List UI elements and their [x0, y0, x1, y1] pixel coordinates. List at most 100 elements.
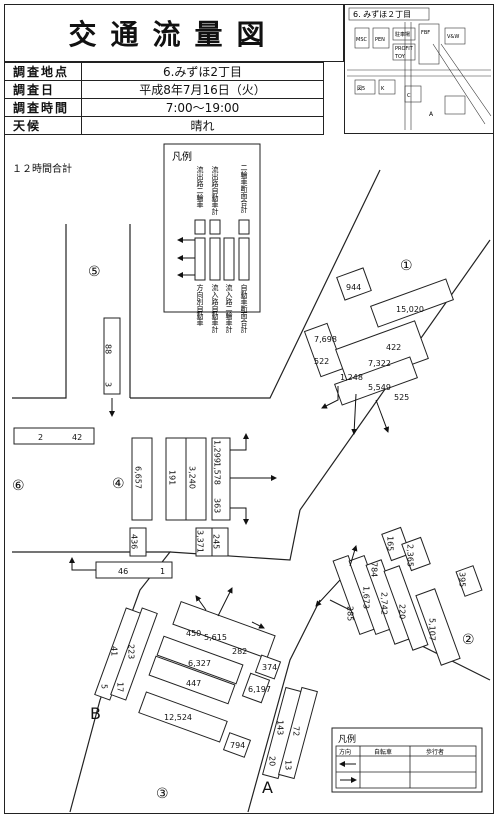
- value-text: 13: [284, 760, 293, 770]
- legend-label: 流出路二輪車: [196, 165, 204, 209]
- approach-a-label: A: [262, 778, 273, 797]
- map-label: PEN: [375, 37, 385, 43]
- page-frame: [4, 4, 494, 814]
- map-label: K: [381, 86, 385, 92]
- value-text: 422: [386, 343, 401, 352]
- info-value: 6.みずほ2丁目: [81, 62, 324, 81]
- flow-arrow: [230, 433, 249, 451]
- flow-arrow: [321, 386, 339, 409]
- value-texts: 944 15,020 7,698 422 7,322 522 1,248 5,5…: [38, 283, 467, 770]
- value-box: [254, 654, 282, 680]
- value-text: 12,524: [164, 713, 192, 722]
- value-box: [148, 655, 236, 705]
- road-edge: [12, 224, 67, 399]
- value-box: [401, 536, 431, 572]
- legend-small-header: 歩行者: [426, 748, 444, 756]
- legend-small-title: 凡例: [338, 733, 356, 745]
- value-text: 1: [160, 567, 165, 576]
- flow-arrow: [375, 399, 390, 433]
- legend-label: 方向別自動車: [196, 283, 204, 327]
- value-text: 2,742: [380, 592, 389, 615]
- flow-arrow: [217, 587, 233, 617]
- value-text: 245: [212, 534, 221, 549]
- map-label: 図5: [357, 86, 365, 92]
- value-box: [211, 527, 229, 557]
- value-text: 1,673: [362, 586, 371, 609]
- value-text: 5,549: [368, 383, 391, 392]
- location-map-drawing: 6. みずほ２丁目 MSC PEN 駐車場 V&W PROFIT TOY FBF…: [347, 7, 492, 130]
- value-text: 42: [72, 433, 82, 442]
- value-box: [278, 686, 318, 780]
- value-text: 6,327: [188, 659, 211, 668]
- approach-6-label: ⑥: [12, 478, 25, 494]
- value-box: [370, 278, 454, 328]
- legend-label: 自動車断面合計: [240, 283, 248, 334]
- value-text: 17: [116, 682, 125, 692]
- value-text: 72: [292, 726, 301, 736]
- approach-4-label: ④: [112, 476, 125, 492]
- road-edge: [130, 169, 381, 399]
- value-text: 944: [346, 283, 361, 292]
- location-map-caption: 6. みずほ２丁目: [353, 9, 411, 19]
- legend-title: 凡例: [172, 150, 192, 163]
- value-text: 15,020: [396, 305, 424, 314]
- info-value: 晴れ: [81, 116, 324, 135]
- value-text: 2,365: [406, 544, 415, 567]
- value-text: 282: [232, 647, 247, 656]
- value-text: 794: [230, 741, 245, 750]
- flow-arrow: [351, 393, 358, 435]
- flow-arrow: [195, 595, 207, 611]
- legend-small-header: 自転車: [374, 748, 392, 756]
- flow-boxes: [13, 267, 483, 780]
- value-box: [211, 437, 231, 521]
- map-label: PROFIT: [395, 46, 414, 52]
- value-text: 7,698: [314, 335, 337, 344]
- info-label: 天候: [4, 116, 82, 135]
- value-text: 6,197: [248, 685, 271, 694]
- flow-arrow: [230, 507, 249, 525]
- value-box: [103, 317, 121, 395]
- value-box: [138, 691, 228, 743]
- value-text: 374: [262, 663, 277, 672]
- value-text: 5,107: [428, 618, 437, 641]
- value-box: [383, 565, 429, 651]
- flow-arrow: [349, 545, 358, 567]
- value-text: 1,578: [213, 462, 222, 485]
- value-text: 7,322: [368, 359, 391, 368]
- value-text: 784: [370, 562, 379, 577]
- approach-b-label: B: [90, 704, 101, 723]
- value-text: 522: [314, 357, 329, 366]
- value-text: 223: [127, 644, 136, 659]
- flow-arrow: [251, 621, 265, 629]
- legend-label: 二輪車断面合計: [240, 164, 248, 214]
- value-box: [13, 427, 95, 445]
- flow-arrow: [315, 579, 341, 607]
- value-text: 3: [104, 382, 113, 387]
- legend-label: 流入路自動車計: [211, 283, 219, 334]
- value-text: 143: [276, 720, 285, 735]
- approach-3-label: ③: [156, 786, 169, 802]
- legend-small: 凡例 方向 自転車 歩行者: [331, 727, 483, 793]
- value-text: 436: [130, 534, 139, 549]
- value-box: [156, 635, 244, 685]
- legend-label: 流出路自動車計: [211, 165, 219, 216]
- road-edge: [12, 551, 172, 813]
- value-box: [172, 600, 276, 660]
- info-value: 7:00〜19:00: [81, 98, 324, 117]
- map-label: A: [429, 111, 434, 118]
- legend-main: 凡例 流出路二輪車 流出路自動車計 二輪車断面合計 方向別自動車 流入路自動車計…: [163, 143, 261, 334]
- value-box: [222, 732, 252, 758]
- value-box: [110, 607, 158, 701]
- value-text: 1,248: [340, 373, 363, 382]
- value-text: 2: [38, 433, 43, 442]
- value-box: [241, 672, 271, 704]
- info-row: 調査日平成8年7月16日（火）: [4, 80, 324, 99]
- approach-2-label: ②: [462, 632, 475, 648]
- map-label: TOY: [394, 54, 406, 60]
- value-box: [129, 527, 147, 557]
- value-box: [455, 565, 483, 597]
- value-text: 220: [398, 604, 407, 619]
